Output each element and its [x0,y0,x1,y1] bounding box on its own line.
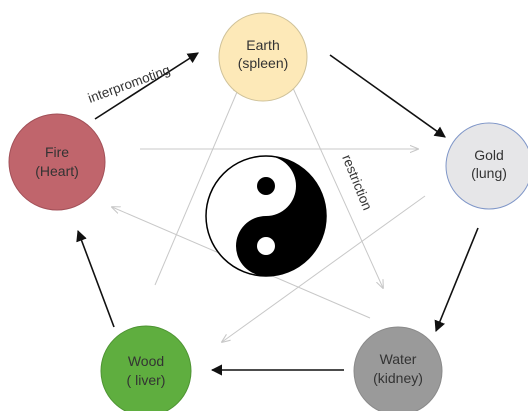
element-node-gold: Gold (lung) [445,122,528,210]
earth-name: Earth [246,37,279,53]
promoting-arrow-fire-to-earth [94,52,199,120]
fire-circle [8,113,106,211]
gold-name: Gold [474,147,504,163]
element-node-water: Water (kidney) [353,326,443,411]
wood-name: Wood [128,353,164,369]
fire-name: Fire [45,144,69,160]
promoting-arrow-gold-to-water [434,227,479,333]
element-node-wood: Wood ( liver) [100,325,192,411]
element-node-fire: Fire (Heart) [8,113,106,211]
water-name: Water [380,351,417,367]
fire-organ: (Heart) [35,163,79,179]
restriction-arrow-gold-to-wood [222,195,426,342]
earth-organ: (spleen) [238,55,289,71]
wood-circle [100,325,192,411]
gold-circle [445,122,528,210]
gold-organ: (lung) [471,165,507,181]
restriction-arrow-earth-to-water [292,87,383,288]
promoting-arrow-earth-to-gold [329,54,446,138]
yin-yang-icon [205,155,327,277]
promoting-label: interpromoting [86,62,172,106]
earth-circle [218,12,308,102]
restriction-arrow-wood-to-earth [154,85,240,286]
water-organ: (kidney) [373,370,423,386]
element-node-earth: Earth (spleen) [218,12,308,102]
water-circle [353,326,443,411]
promoting-arrows [76,52,479,376]
promoting-arrow-wood-to-fire [76,229,115,328]
wood-organ: ( liver) [127,372,166,388]
